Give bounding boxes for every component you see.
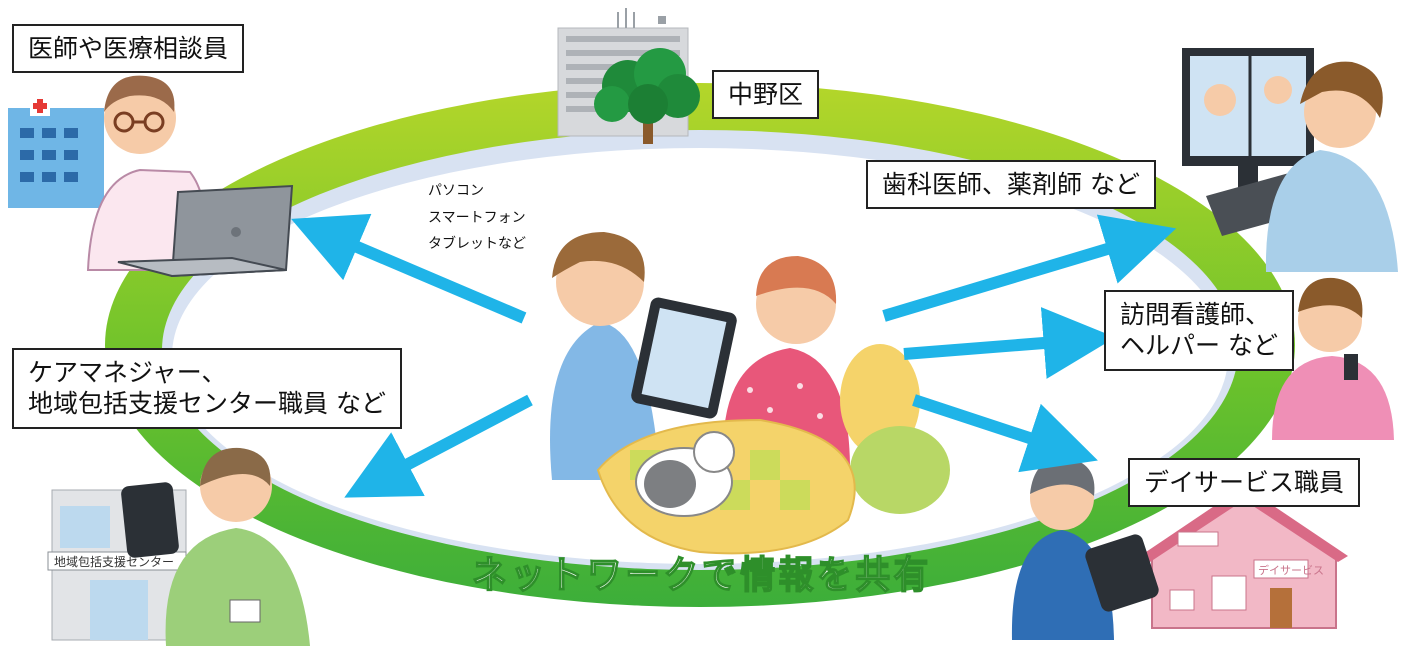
dentist-person [1265, 61, 1398, 272]
nurse-label: 訪問看護師、 ヘルパー など [1104, 290, 1294, 371]
tablet-device-icon [631, 297, 737, 419]
day-service-sign: デイサービス [1258, 563, 1324, 577]
device-item: タブレットなど [428, 236, 526, 253]
care-manager-person [121, 447, 310, 646]
day-service-label: デイサービス職員 [1128, 458, 1361, 508]
doctor-label: 医師や医療相談員 [12, 24, 245, 74]
community-center-sign: 地域包括支援センター [54, 554, 174, 569]
device-item: パソコン [428, 183, 484, 199]
laptop-icon [117, 184, 294, 278]
care-worker-figure [550, 232, 660, 480]
hospital-icon [8, 96, 104, 208]
day-service-house-icon [1140, 486, 1348, 629]
arrow-to-day-service [912, 394, 1098, 473]
city-label: 中野区 [712, 70, 820, 120]
nurse-person [1272, 277, 1394, 440]
devices-list: パソコン スマートフォン タブレットなど [428, 178, 526, 258]
device-item: スマートフォン [428, 209, 526, 226]
arrow-to-care-manager [344, 394, 533, 498]
tree-icon [594, 48, 700, 144]
share-arrows [291, 213, 1177, 498]
cat-icon [635, 431, 735, 517]
care-manager-label: ケアマネジャー、 地域包括支援センター職員 など [12, 348, 402, 429]
arrow-to-nurse [903, 307, 1116, 379]
dentist-label: 歯科医師、薬剤師 など [866, 160, 1156, 210]
ring-label: ネットワークで情報を共有 [472, 553, 932, 597]
cushion [840, 344, 950, 514]
arrow-to-doctor [291, 213, 527, 324]
arrow-to-dentist [882, 214, 1177, 322]
